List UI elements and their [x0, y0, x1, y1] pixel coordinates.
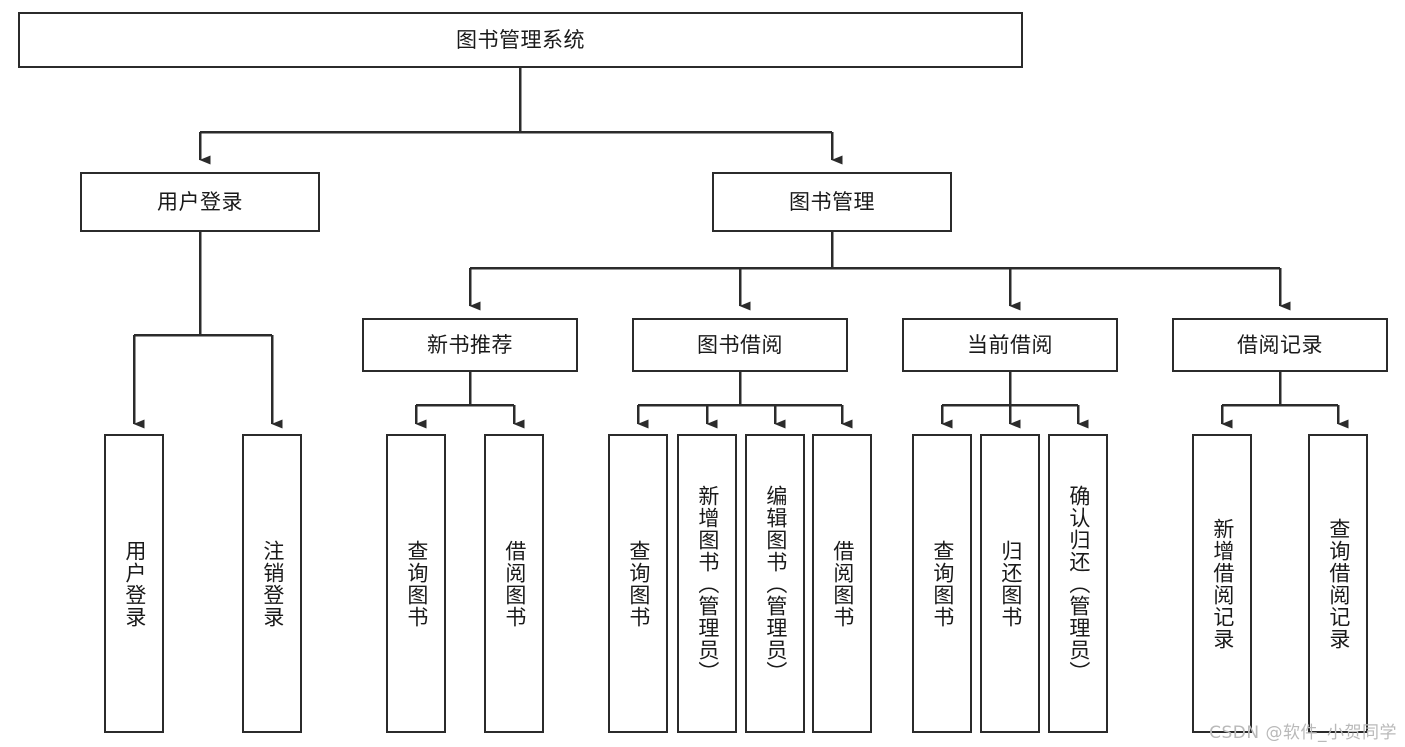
node-leaf-borrow-book-recommend-label: 借阅图书: [502, 539, 527, 628]
node-leaf-add-borrow-record[interactable]: 新增借阅记录: [1192, 434, 1252, 733]
node-leaf-add-book-label: 新增图书（管理员）: [695, 484, 720, 683]
node-leaf-query-book-current-label: 查询图书: [930, 539, 955, 628]
node-leaf-borrow-book-label: 借阅图书: [830, 539, 855, 628]
node-user-login[interactable]: 用户登录: [80, 172, 320, 232]
node-leaf-query-borrow-record[interactable]: 查询借阅记录: [1308, 434, 1368, 733]
node-leaf-query-borrow-record-label: 查询借阅记录: [1326, 517, 1351, 650]
node-leaf-logout[interactable]: 注销登录: [242, 434, 302, 733]
node-user-login-label: 用户登录: [157, 189, 243, 214]
node-leaf-logout-label: 注销登录: [260, 539, 285, 628]
node-leaf-query-book-recommend-label: 查询图书: [404, 539, 429, 628]
node-book-manage[interactable]: 图书管理: [712, 172, 952, 232]
node-new-book-recommend[interactable]: 新书推荐: [362, 318, 578, 372]
node-book-borrow-label: 图书借阅: [697, 332, 783, 357]
node-leaf-return-book[interactable]: 归还图书: [980, 434, 1040, 733]
node-leaf-return-book-label: 归还图书: [998, 539, 1023, 628]
node-leaf-user-login-label: 用户登录: [122, 539, 147, 628]
node-new-book-recommend-label: 新书推荐: [427, 332, 513, 357]
node-leaf-add-borrow-record-label: 新增借阅记录: [1210, 517, 1235, 650]
node-leaf-edit-book[interactable]: 编辑图书（管理员）: [745, 434, 805, 733]
node-leaf-query-book-borrow-label: 查询图书: [626, 539, 651, 628]
node-leaf-user-login[interactable]: 用户登录: [104, 434, 164, 733]
node-book-manage-label: 图书管理: [789, 189, 875, 214]
node-current-borrow-label: 当前借阅: [967, 332, 1053, 357]
node-leaf-query-book-recommend[interactable]: 查询图书: [386, 434, 446, 733]
node-leaf-edit-book-label: 编辑图书（管理员）: [763, 484, 788, 683]
csdn-watermark: CSDN @软件_小贺同学: [1209, 723, 1397, 743]
node-borrow-record-label: 借阅记录: [1237, 332, 1323, 357]
node-borrow-record[interactable]: 借阅记录: [1172, 318, 1388, 372]
node-leaf-query-book-current[interactable]: 查询图书: [912, 434, 972, 733]
node-leaf-add-book[interactable]: 新增图书（管理员）: [677, 434, 737, 733]
node-leaf-confirm-return[interactable]: 确认归还（管理员）: [1048, 434, 1108, 733]
node-leaf-confirm-return-label: 确认归还（管理员）: [1066, 484, 1091, 683]
node-root-system[interactable]: 图书管理系统: [18, 12, 1023, 68]
node-leaf-query-book-borrow[interactable]: 查询图书: [608, 434, 668, 733]
node-root-system-label: 图书管理系统: [456, 27, 585, 52]
node-leaf-borrow-book-recommend[interactable]: 借阅图书: [484, 434, 544, 733]
node-book-borrow[interactable]: 图书借阅: [632, 318, 848, 372]
node-leaf-borrow-book[interactable]: 借阅图书: [812, 434, 872, 733]
node-current-borrow[interactable]: 当前借阅: [902, 318, 1118, 372]
